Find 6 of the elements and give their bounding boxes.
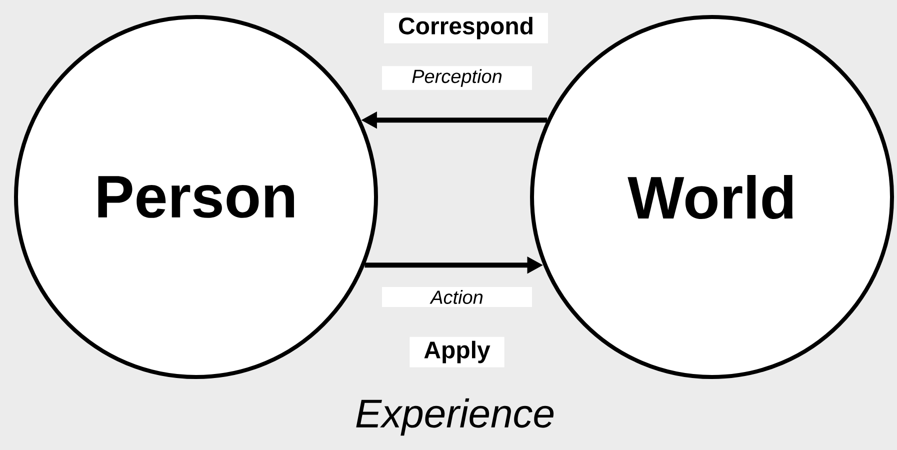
caption: Experience: [356, 398, 554, 436]
text-label: Apply: [410, 336, 504, 368]
text-label: Correspond: [384, 12, 548, 44]
edge-label: Perception: [382, 66, 532, 90]
edge-label: Action: [382, 287, 532, 307]
circle-node: Person: [14, 15, 378, 379]
